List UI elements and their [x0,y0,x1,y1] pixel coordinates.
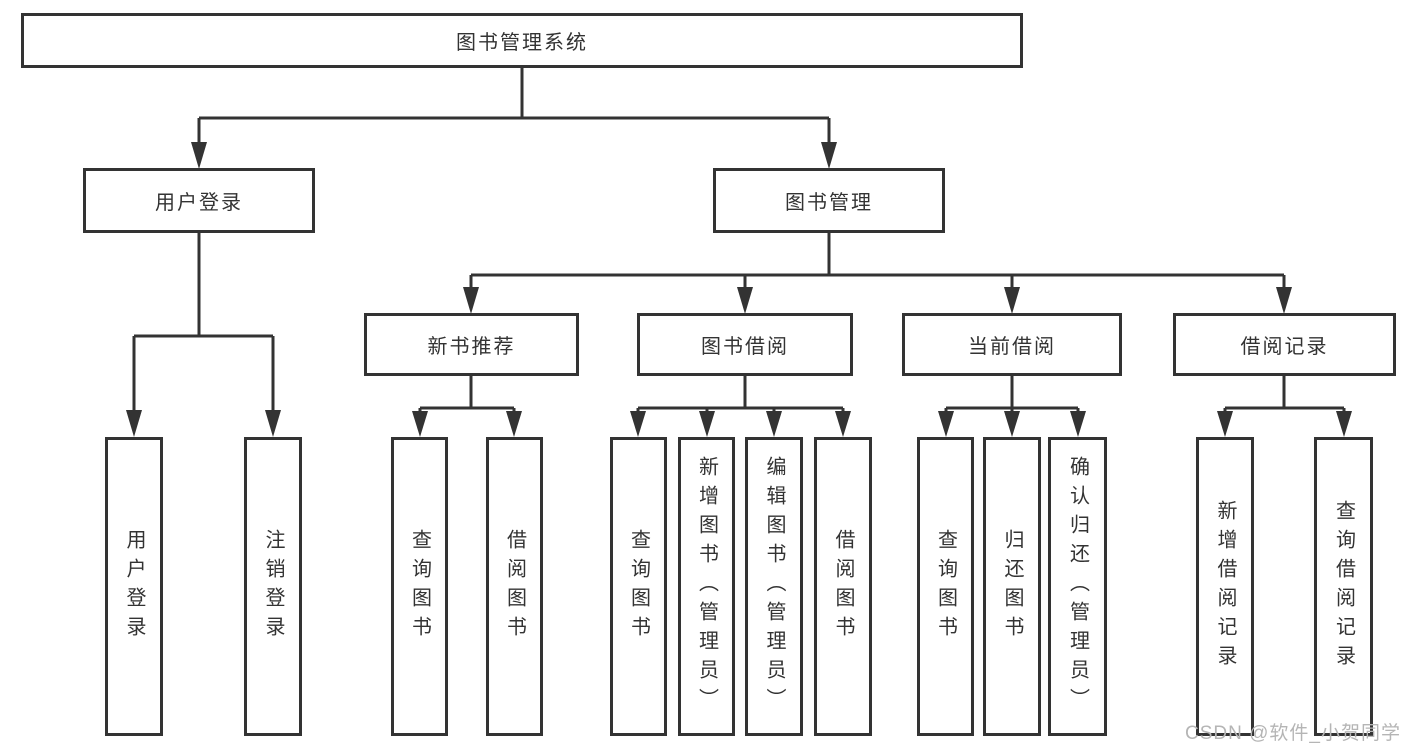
arrowhead [737,287,753,314]
arrowhead [835,411,851,437]
arrowhead [1070,411,1086,437]
leaf-confirm-return-admin: 确认归还（管理员） [1048,437,1107,736]
leaf-edit-book-admin: 编辑图书（管理员） [745,437,803,736]
node-book-management: 图书管理 [713,168,945,233]
leaf-add-borrow-record: 新增借阅记录 [1196,437,1254,736]
leaf-borrow-book-newrec: 借阅图书 [486,437,543,736]
connector-book-management [469,233,1286,290]
node-root: 图书管理系统 [21,13,1023,68]
arrowhead [699,411,715,437]
connector-user-login [132,233,275,412]
leaf-query-borrow-record: 查询借阅记录 [1314,437,1373,736]
connector-borrow-records [1223,376,1346,413]
arrowhead [821,142,837,169]
node-user-login: 用户登录 [83,168,315,233]
arrowhead [1004,287,1020,314]
leaf-logout: 注销登录 [244,437,302,736]
arrowhead [463,287,479,314]
connector-book-borrow [636,376,845,413]
arrowhead [191,142,207,169]
node-borrow-records: 借阅记录 [1173,313,1396,376]
arrowhead [412,411,428,437]
node-book-borrow: 图书借阅 [637,313,853,376]
leaf-user-login: 用户登录 [105,437,163,736]
arrowhead [1336,411,1352,437]
node-new-book-recommend: 新书推荐 [364,313,579,376]
connector-current-borrow [944,376,1080,413]
watermark: CSDN @软件_小贺同学 [1185,723,1401,744]
connector-root [197,68,831,146]
arrowhead [630,411,646,437]
leaf-query-book-newrec: 查询图书 [391,437,448,736]
connector-new-book-recommend [418,376,516,413]
arrowhead [1004,411,1020,437]
arrowhead [1276,287,1292,314]
leaf-query-book-borrow: 查询图书 [610,437,667,736]
leaf-add-book-admin: 新增图书（管理员） [678,437,735,736]
arrowhead [766,411,782,437]
arrowhead [126,410,142,437]
leaf-return-book: 归还图书 [983,437,1041,736]
arrowhead [265,410,281,437]
arrowhead [506,411,522,437]
leaf-borrow-book-borrow: 借阅图书 [814,437,872,736]
arrowhead [938,411,954,437]
leaf-query-book-current: 查询图书 [917,437,974,736]
arrowhead [1217,411,1233,437]
node-current-borrow: 当前借阅 [902,313,1122,376]
